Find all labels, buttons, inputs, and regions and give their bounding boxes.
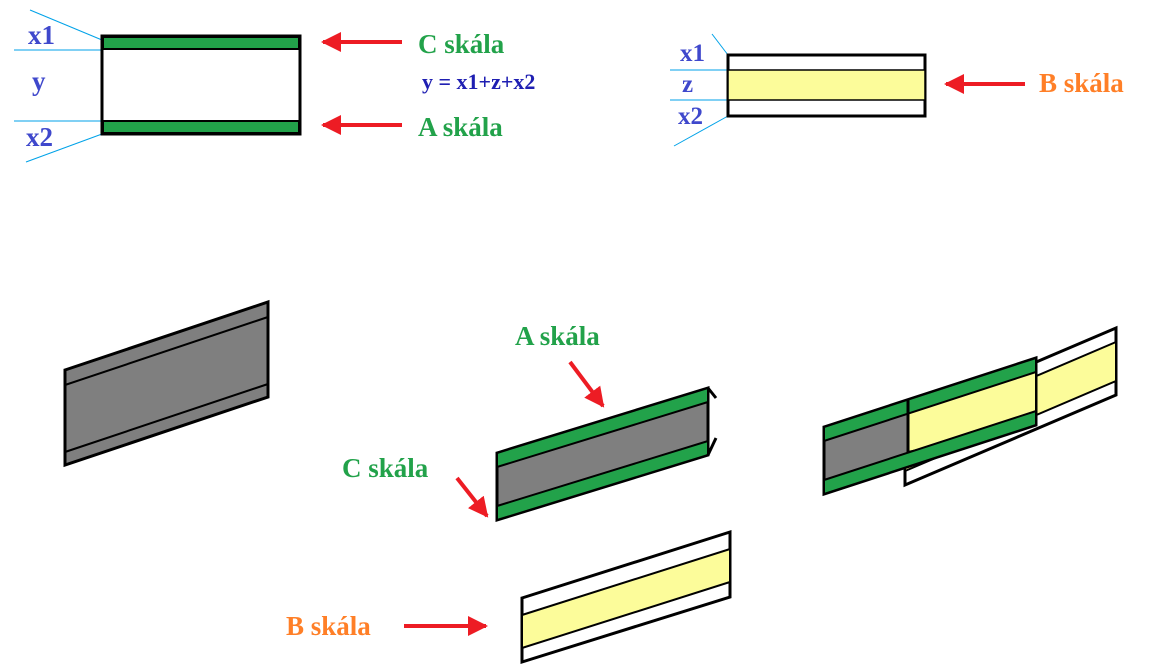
body-frame <box>100 34 302 136</box>
leader-line <box>673 115 729 147</box>
top-right-cross-section: x1 z x2 B skála <box>670 33 1124 147</box>
c-scale-label: C skála <box>342 453 429 483</box>
a-scale-label: A skála <box>418 112 503 142</box>
z-label: z <box>682 71 693 98</box>
b-scale-label: B skála <box>1039 68 1124 98</box>
x2-label: x2 <box>678 103 703 130</box>
x1-label: x1 <box>680 40 705 67</box>
c-scale-label: C skála <box>418 29 505 59</box>
arrow-icon <box>455 476 489 518</box>
body-with-scales: A skála C skála <box>342 321 718 523</box>
b-scale-band <box>727 69 926 101</box>
x1-label: x1 <box>28 20 55 50</box>
c-scale-band <box>102 36 300 50</box>
b-scale-label: B skála <box>286 611 371 641</box>
slide-with-b-scale: B skála <box>286 529 732 665</box>
assembled-slide-rule <box>822 325 1118 497</box>
leader-line <box>29 9 103 41</box>
arrow-icon <box>568 360 605 408</box>
body-blank <box>63 299 270 468</box>
y-label: y <box>32 66 46 96</box>
formula: y = x1+z+x2 <box>422 69 535 94</box>
top-left-cross-section: x1 y x2 C skála y = x1+z+x2 A skála <box>14 9 535 163</box>
x2-label: x2 <box>26 122 53 152</box>
leader-line <box>711 33 729 56</box>
a-scale-band <box>102 120 300 134</box>
a-scale-label: A skála <box>515 321 600 351</box>
leader-line <box>25 133 103 163</box>
